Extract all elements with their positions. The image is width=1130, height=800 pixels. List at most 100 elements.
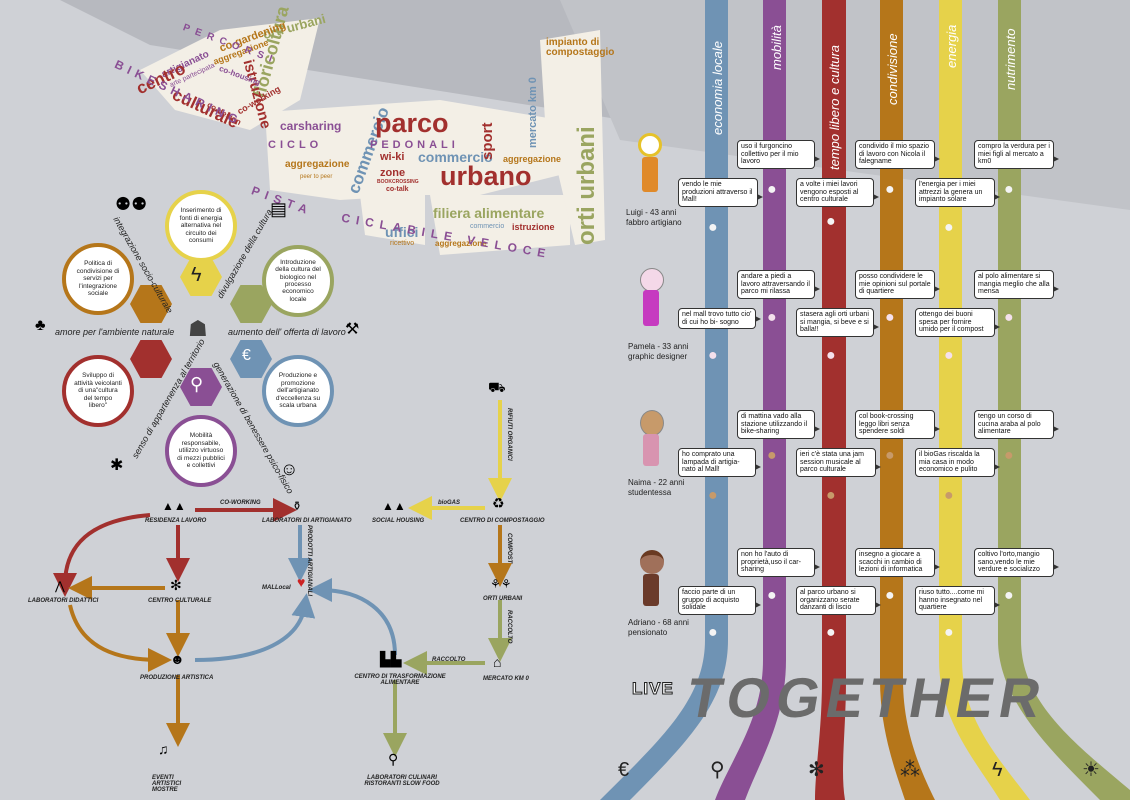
flow-node: MERCATO KM 0	[483, 676, 529, 682]
goal-organic: Introduzione della cultura del biologico…	[262, 245, 334, 317]
bag-icon: ♥	[297, 574, 306, 590]
word: urbano	[440, 161, 532, 191]
category-label: tempo libero e cultura	[827, 44, 842, 170]
word: wi-ki	[380, 151, 405, 163]
energy-hex	[180, 258, 222, 296]
word: uffici	[385, 224, 419, 240]
speech-bubble: riuso tutto....come mi hanno insegnato n…	[915, 586, 1000, 616]
word: impianto di compostaggio	[546, 37, 615, 58]
saw-icon: ⚒	[345, 321, 360, 338]
cutlery-icon: ⚲	[388, 751, 399, 767]
goal-energy: Inserimento di fonti di energia alternat…	[165, 190, 237, 262]
flow-node: LABORATORI CULINARI RISTORANTI SLOW FOOD	[364, 775, 440, 787]
flow-node: EVENTI ARTISTICI MOSTRE	[152, 775, 182, 793]
face-icon: ●	[767, 181, 777, 198]
flow-label: COMPOST	[506, 533, 512, 564]
category-label: nutrimento	[1003, 28, 1018, 90]
flow-node: MALLocal	[262, 585, 291, 591]
speech-bubble: ottengo dei buoni spesa per fornire umid…	[915, 308, 1000, 338]
radial-label: aumento dell' offerta di lavoro	[228, 327, 346, 337]
word: ricettivo	[390, 240, 415, 247]
music-icon: ♫	[158, 741, 169, 757]
persona-role: studentessa	[628, 487, 672, 497]
flow-label: RIFIUTI ORGANICI	[506, 408, 512, 461]
word: commercio	[470, 223, 505, 230]
face-icon: ●	[944, 624, 954, 641]
euro-icon: €	[618, 759, 630, 781]
word: istruzione	[512, 222, 555, 232]
face-icon: ●	[826, 347, 836, 364]
recycle-icon: ♻	[492, 495, 505, 511]
flow-node: ORTI URBANI	[483, 596, 523, 602]
flow-node: LABORATORI DIDATTICI	[28, 598, 99, 604]
speech-bubble: a volte i miei lavori vengono esposti al…	[796, 178, 879, 208]
houses-icon: ▲▲	[162, 499, 186, 513]
splat-icon: ✻	[170, 577, 182, 593]
speech-bubble: nel mall trovo tutto cio' di cui ho bi- …	[678, 308, 761, 330]
mobility-hex	[180, 368, 222, 406]
flow-label: bioGAS	[438, 500, 460, 506]
persona-name: Naima - 22 anni	[628, 478, 685, 487]
speech-bubble: posso condividere le mie opinioni sul po…	[855, 270, 940, 300]
garden-icon: ⚘⚘	[490, 577, 512, 591]
bicycle-icon: ⚲	[190, 374, 204, 394]
easel-icon: ⋀	[55, 579, 65, 593]
persona-name: Pamela - 33 anni	[628, 342, 689, 351]
network-icon: ⁂	[900, 759, 920, 781]
title-live: LIVE	[632, 679, 674, 698]
speech-bubble: condivido il mio spazio di lavoro con Ni…	[855, 140, 940, 170]
face-icon: ●	[708, 624, 718, 641]
avatar-body	[642, 157, 658, 192]
goal-mobility: Mobilità responsabile, utilizzo virtuoso…	[165, 415, 237, 487]
face-icon: ●	[1004, 587, 1014, 604]
face-icon: ●	[826, 487, 836, 504]
face-icon: ●	[885, 181, 895, 198]
avatar	[638, 133, 662, 157]
houses-icon: ▲▲	[382, 499, 406, 513]
wheat-icon: ✱	[110, 457, 124, 474]
speech-bubble: col book-crossing leggo libri senza spen…	[855, 410, 940, 440]
persona-role: fabbro artigiano	[626, 217, 682, 227]
people-icon: ☗	[188, 316, 208, 341]
persona-role: graphic designer	[628, 351, 688, 361]
people-icon: ⚉⚉	[115, 194, 148, 214]
speech-bubble: il bioGas riscalda la mia casa in modo e…	[915, 448, 1000, 478]
word: carsharing	[280, 119, 342, 133]
speech-bubble: al polo alimentare si mangia meglio che …	[974, 270, 1059, 300]
flow-node: RESIDENZA LAVORO	[145, 518, 207, 524]
word: aggregazione	[435, 239, 487, 248]
speech-bubble: non ho l'auto di proprietà,uso il car-sh…	[737, 548, 820, 578]
face-icon: ●	[708, 219, 718, 236]
face-icon: ●	[944, 219, 954, 236]
speech-bubble: vendo le mie produzioni attraverso il Ma…	[678, 178, 763, 208]
avatar	[640, 550, 664, 574]
category-label: economia locale	[710, 41, 725, 135]
speech-bubble: insegno a giocare a scacchi in cambio di…	[855, 548, 940, 578]
word: parco	[375, 108, 449, 138]
truck-icon: ⛟	[488, 379, 506, 395]
speech-bubble: ieri c'è stata una jam session musicale …	[796, 448, 881, 478]
category-label: condivisione	[885, 33, 900, 105]
bicycle-icon: ⚲	[710, 759, 725, 781]
face-icon: ●	[885, 309, 895, 326]
persona-role: pensionato	[628, 627, 668, 637]
smiley-icon: ☺	[280, 459, 299, 479]
flow-label: RACCOLTO	[432, 657, 466, 663]
persona-name: Luigi - 43 anni	[626, 208, 677, 217]
flow-node: LABORATORI DI ARTIGIANATO	[262, 518, 352, 524]
flow-label: PRODOTTI ARTIGIANALI	[306, 525, 312, 596]
face-icon: ●	[1004, 181, 1014, 198]
category-label: mobilità	[769, 25, 784, 70]
speech-bubble: ho comprato una lampada di artigia- nato…	[678, 448, 761, 478]
category-label: energia	[944, 24, 959, 68]
speech-bubble: uso il furgoncino collettivo per il mio …	[737, 140, 820, 170]
word: BOOKCROSSING	[377, 179, 419, 185]
splat-icon: ✻	[808, 759, 825, 781]
flow-arrows	[53, 400, 512, 757]
flow-node: CENTRO DI TRASFORMAZIONE ALIMENTARE	[354, 674, 446, 686]
avatar	[640, 410, 664, 436]
persona-name: Adriano - 68 anni	[628, 618, 689, 627]
speech-bubble: tengo un corso di cucina araba al polo a…	[974, 410, 1059, 440]
word: aggregazione	[503, 154, 562, 164]
face-icon: ●	[944, 347, 954, 364]
